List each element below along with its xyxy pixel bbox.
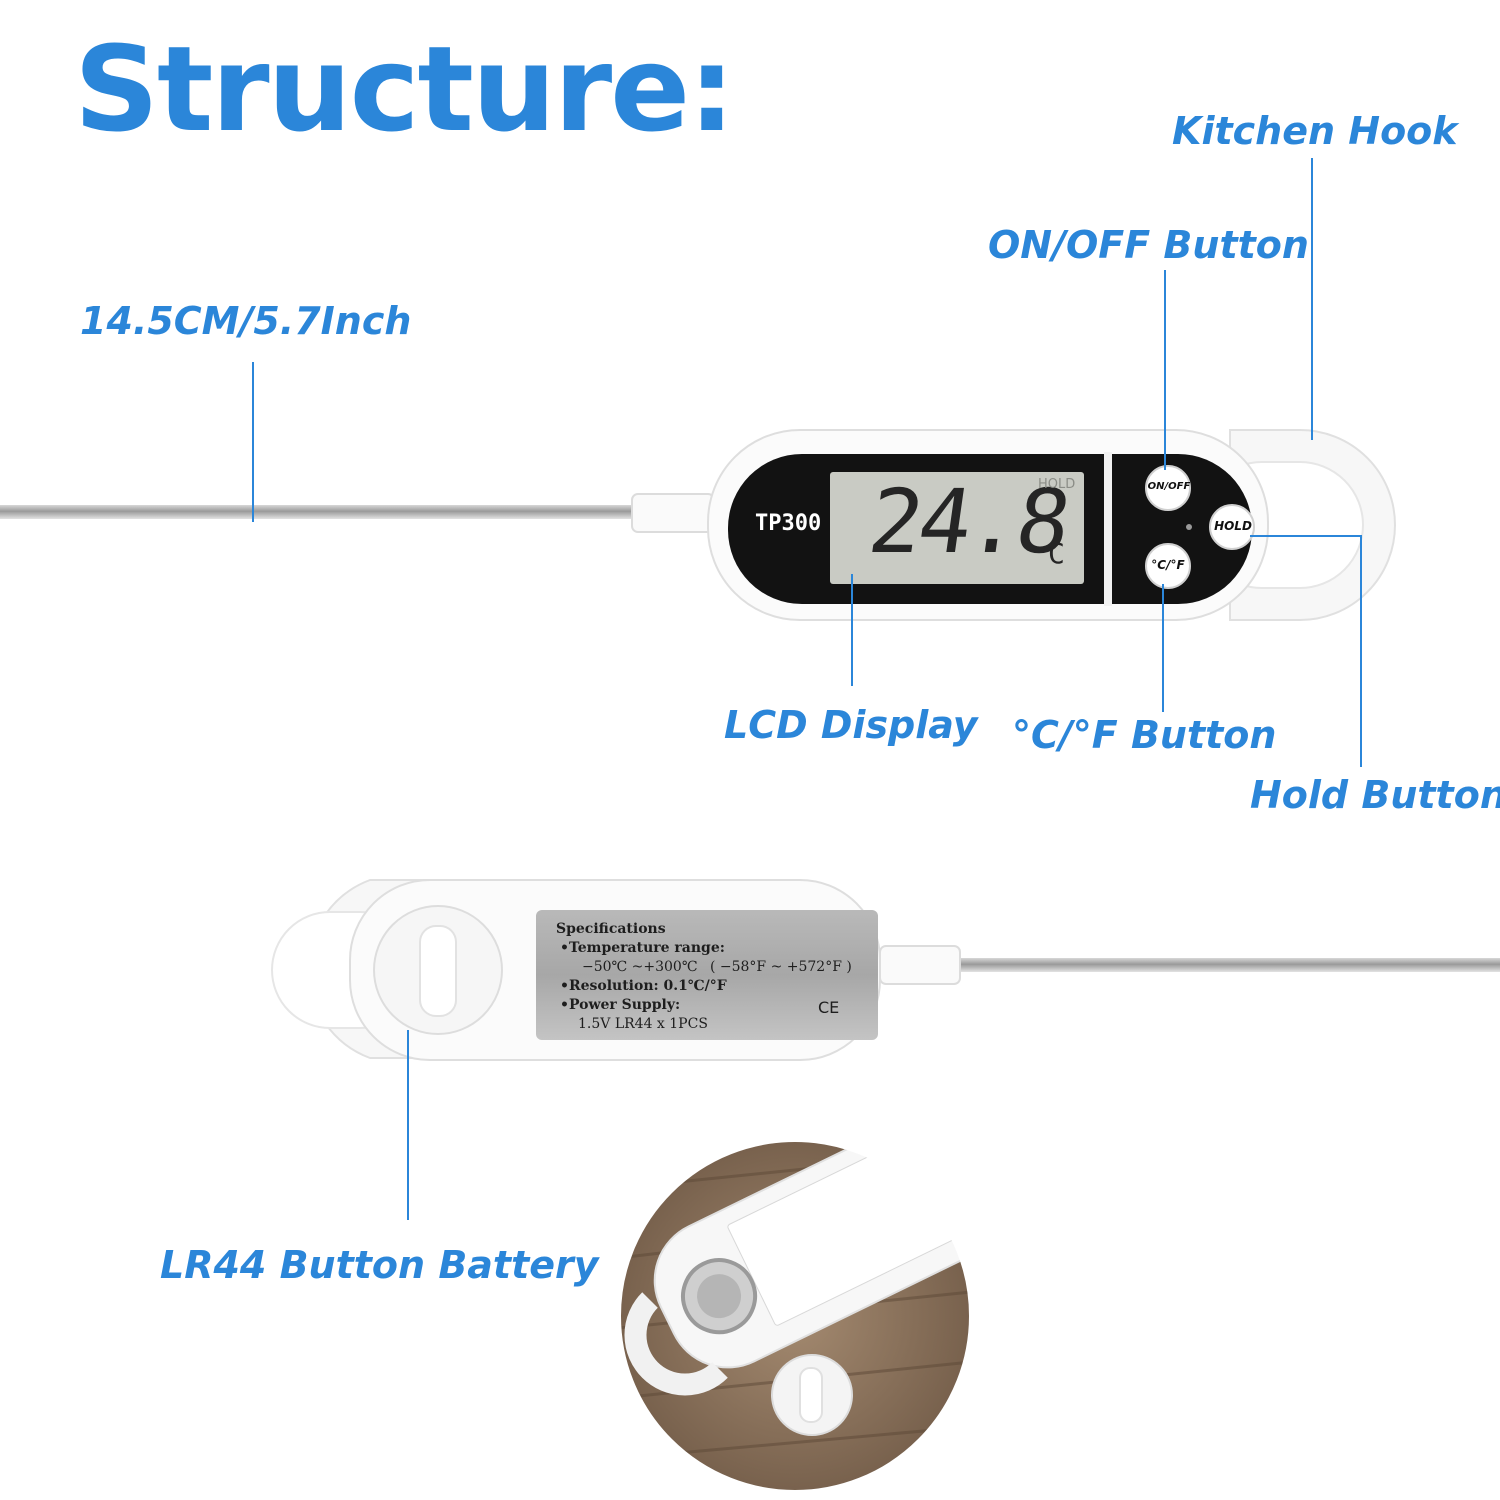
label-battery: LR44 Button Battery	[160, 1243, 599, 1287]
label-on-off-button: ON/OFF Button	[988, 223, 1309, 267]
leader-length	[252, 362, 254, 522]
probe-front	[0, 505, 640, 519]
leader-lcd-display	[851, 574, 853, 686]
spec-block: Specifications •Temperature range: −50℃ …	[556, 920, 868, 1034]
spec-range-f: ( −58°F ~ +572°F )	[709, 959, 852, 975]
lcd-screen	[830, 472, 1084, 584]
label-kitchen-hook: Kitchen Hook	[1172, 109, 1458, 153]
lcd-hold-indicator: HOLD	[1038, 477, 1076, 492]
label-hold-button: Hold Button	[1250, 773, 1500, 817]
leader-hold-button-h	[1250, 535, 1362, 537]
probe-collar-back	[879, 945, 961, 985]
hold-button-label: HOLD	[1214, 519, 1252, 533]
leader-kitchen-hook	[1311, 158, 1313, 440]
label-lcd-display: LCD Display	[724, 703, 978, 747]
label-unit-button: °C/°F Button	[1012, 713, 1277, 757]
lcd-unit: C	[1048, 537, 1065, 570]
unit-button-label: °C/°F	[1151, 558, 1185, 572]
model-label: TP300	[755, 511, 822, 536]
page-title: Structure:	[74, 20, 735, 158]
spec-range-c: −50℃ ~+300℃	[582, 959, 698, 975]
leader-hold-button-v	[1360, 535, 1362, 767]
spec-range-label: •Temperature range:	[560, 940, 725, 956]
ce-mark: CE	[818, 998, 840, 1017]
leader-unit-button	[1162, 584, 1164, 712]
spec-resolution: •Resolution: 0.1℃/°F	[560, 978, 727, 994]
probe-back	[950, 958, 1500, 972]
spec-title: Specifications	[556, 921, 666, 937]
spec-power-label: •Power Supply:	[560, 997, 681, 1013]
spec-plate	[536, 910, 878, 1040]
on-off-button[interactable]	[1145, 465, 1191, 511]
probe-collar-front	[631, 493, 715, 533]
hold-button[interactable]	[1209, 504, 1255, 550]
indicator-dot	[1186, 524, 1192, 530]
leader-on-off-button	[1164, 270, 1166, 470]
label-length: 14.5CM/5.7Inch	[80, 299, 412, 343]
on-off-button-label: ON/OFF	[1147, 481, 1191, 492]
unit-toggle-button[interactable]	[1145, 543, 1191, 589]
spec-power-value: 1.5V LR44 x 1PCS	[578, 1016, 708, 1032]
leader-battery	[407, 1030, 409, 1220]
